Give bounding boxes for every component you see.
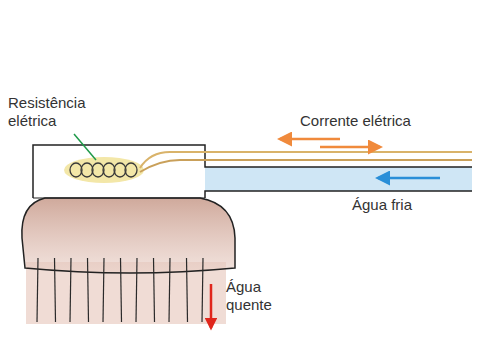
part-label: Corrente elétrica [300, 112, 470, 130]
water-jet [103, 258, 104, 322]
coil-loop [70, 163, 82, 177]
water-arrow [210, 284, 213, 328]
water-jet [136, 258, 137, 322]
resistor-coil [70, 163, 137, 177]
water-pipe [205, 191, 472, 198]
water-jet [202, 258, 203, 322]
water-jet [88, 258, 89, 322]
cold-water-band [205, 167, 472, 191]
water-jets [37, 258, 203, 322]
part-label: Água quente [226, 278, 288, 314]
current-arrow [320, 146, 380, 149]
water-jet [169, 258, 170, 322]
housing-bottom [33, 197, 205, 198]
current-arrow [280, 138, 340, 141]
water-arrow [378, 177, 440, 180]
water-jet [55, 258, 56, 322]
leader-line [74, 134, 96, 160]
part-label: Resistência elétrica [8, 94, 112, 130]
water-jet [37, 258, 38, 322]
water-jet [70, 258, 71, 322]
coil-loop [114, 163, 126, 177]
heater-housing [33, 145, 472, 198]
coil-loop [125, 163, 137, 177]
coil-loop [92, 163, 104, 177]
water-jet [154, 258, 155, 322]
coil-loop [81, 163, 93, 177]
coil-glow [64, 157, 144, 183]
water-jet [187, 258, 188, 322]
wire [140, 160, 472, 172]
coil-loop [103, 163, 115, 177]
part-label: Água fria [352, 196, 462, 214]
water-jet [121, 258, 122, 322]
